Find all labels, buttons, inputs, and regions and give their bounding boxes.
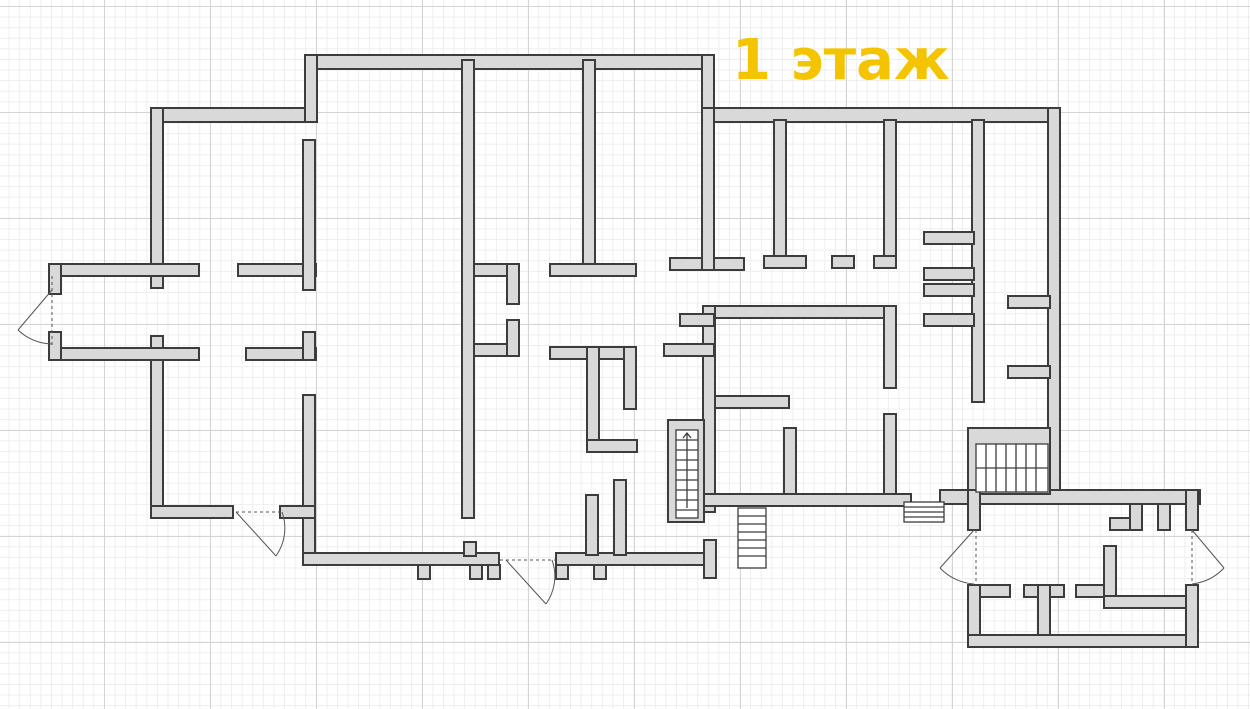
wall-bath-2 <box>923 267 975 281</box>
wall-bottom-main-b <box>555 552 717 566</box>
wall-bottom-left <box>150 505 234 519</box>
wall-room-div-1 <box>773 119 787 269</box>
wall-main-left <box>304 54 318 123</box>
wall-layer <box>48 54 1201 648</box>
wall-bath-r1 <box>1007 295 1051 309</box>
wall-pier-5 <box>593 564 607 580</box>
wall-bath-r2 <box>1007 365 1051 379</box>
wall-room-bottom-1 <box>763 255 807 269</box>
wall-central-2 <box>582 59 596 276</box>
wall-bottom-main <box>302 552 500 566</box>
wall-pier-1 <box>417 564 431 580</box>
door-annex-left <box>939 529 975 585</box>
stair-porch-steps <box>737 507 767 569</box>
wall-small-1 <box>679 313 715 327</box>
wall-pier-3 <box>487 564 501 580</box>
wall-partition-e-v <box>586 346 600 453</box>
wall-annex-inner-5 <box>1109 517 1131 531</box>
wall-pier-4 <box>555 564 569 580</box>
wall-partition-a-v <box>506 263 520 305</box>
wall-partition-b-v <box>506 319 520 357</box>
wall-partition-d-v <box>701 107 715 271</box>
wall-partition-g <box>613 479 627 556</box>
door-annex-right <box>1191 529 1225 585</box>
wall-annex-right <box>1185 489 1199 531</box>
wall-mid-inner <box>714 395 790 409</box>
door-layer <box>17 276 1225 605</box>
wall-bath-4 <box>923 313 975 327</box>
wall-annex-left <box>967 489 981 531</box>
wall-left-upper <box>150 107 164 289</box>
wall-partition-e-h <box>586 439 638 453</box>
door-west <box>17 289 53 345</box>
wall-annex-inner-v3 <box>1129 503 1143 531</box>
wall-annex-inner-4 <box>1103 595 1187 609</box>
wall-annex-inner-v4 <box>1157 503 1171 531</box>
wall-bottom-left-b <box>279 505 316 519</box>
door-south-center <box>505 559 556 605</box>
wall-room-div-2 <box>883 119 897 269</box>
wall-room-bottom-2 <box>831 255 855 269</box>
door-south-left <box>235 511 286 557</box>
wall-annex-right-lower <box>1185 584 1199 648</box>
wall-corridor-top <box>48 263 200 277</box>
wall-annex-inner-1 <box>979 584 1011 598</box>
wall-partition-e-v2 <box>623 346 637 410</box>
wall-small-2 <box>663 343 715 357</box>
wall-pier-2 <box>469 564 483 580</box>
wall-bath-3 <box>923 283 975 297</box>
wall-partition-f <box>585 494 599 556</box>
wall-partition-c <box>549 263 637 277</box>
wall-corridor-end-bottom <box>48 331 62 361</box>
wall-corridor-end-top <box>48 263 62 295</box>
wall-mid-bottom <box>702 493 912 507</box>
wall-pier-6 <box>703 539 717 579</box>
stair-layer <box>675 429 1049 569</box>
wall-top-main <box>304 54 715 70</box>
wall-mid-right-lower <box>883 413 897 507</box>
floor-label: 1 этаж <box>732 28 950 93</box>
wall-left-lower <box>150 335 164 519</box>
wall-annex-bottom <box>967 634 1199 648</box>
wall-annex-inner-v <box>1037 584 1051 636</box>
wall-corridor-bottom <box>48 347 200 361</box>
wall-bath-1 <box>923 231 975 245</box>
wall-hall-upper <box>302 139 316 291</box>
wall-mid-right <box>883 305 897 389</box>
wall-hall-lower <box>302 394 316 566</box>
wall-pier-bottom-a <box>463 541 477 557</box>
wall-top-left <box>150 107 312 123</box>
wall-hall-mid <box>302 331 316 361</box>
wall-mid-top <box>702 305 897 319</box>
wall-room-bottom-3 <box>873 255 897 269</box>
wall-central-1 <box>461 59 475 519</box>
wall-room-div-3 <box>971 119 985 403</box>
